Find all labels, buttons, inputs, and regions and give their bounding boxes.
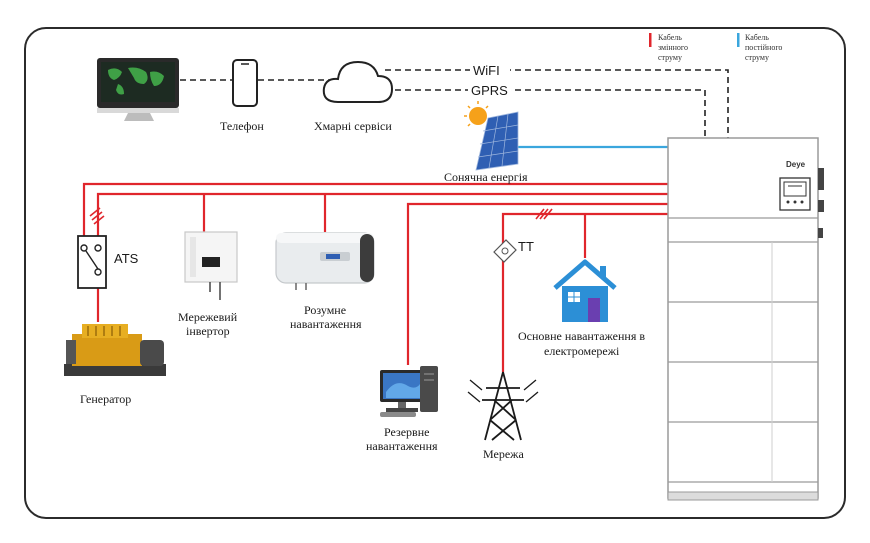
backup-load-label-2: навантаження: [366, 439, 438, 453]
grid-label: Мережа: [483, 447, 524, 461]
legend: Кабель змінного струму Кабель постійного…: [649, 33, 782, 62]
smart-load-label-1: Розумне: [304, 303, 346, 317]
water-heater-icon: [275, 232, 375, 290]
ac-line-backup-load: [406, 202, 668, 365]
ac-legend-line1: Кабель: [658, 33, 682, 42]
solar-label: Сонячна енергія: [444, 170, 528, 184]
dc-legend-line3: струму: [745, 53, 769, 62]
desktop-computer-icon: [380, 366, 438, 417]
solar-panel-icon: [464, 101, 519, 171]
cloud-icon: [322, 60, 394, 103]
main-load-label-1: Основне навантаження в: [518, 329, 645, 343]
cloud-label: Хмарні сервіси: [314, 119, 392, 133]
main-load-label-2: електромережі: [544, 344, 620, 358]
grid-inverter-icon: [184, 231, 238, 300]
ac-legend-line2: змінного: [658, 43, 688, 52]
dc-legend-swatch: [737, 33, 740, 47]
backup-load-label-1: Резервне: [384, 425, 429, 439]
dc-legend-line1: Кабель: [745, 33, 769, 42]
house-icon: [553, 259, 617, 322]
inverter-brand-label: Deye: [786, 160, 806, 169]
ac-legend-line3: струму: [658, 53, 682, 62]
dc-legend-line2: постійного: [745, 43, 782, 52]
ats-switch: [77, 235, 107, 289]
ac-line-grid: [501, 212, 668, 372]
ats-label: ATS: [114, 251, 139, 266]
ct-label: TT: [518, 239, 534, 254]
cable-ticks: [89, 207, 553, 225]
diagram-frame: [24, 27, 846, 519]
ac-line-ats-a: [82, 182, 668, 248]
smartphone-icon: [232, 59, 258, 107]
transmission-tower-icon: [467, 371, 539, 441]
gprs-label-bg: [468, 82, 512, 98]
phone-label: Телефон: [220, 119, 264, 133]
wifi-label-bg: [470, 62, 510, 78]
diesel-generator-icon: [64, 324, 166, 376]
grid-inverter-label-2: інвертор: [186, 324, 230, 338]
ac-line-ats-b: [96, 192, 668, 248]
current-transformer-icon: [493, 239, 517, 263]
hybrid-inverter-battery-stack-icon: [667, 137, 824, 501]
wifi-label: WiFI: [473, 63, 500, 78]
gprs-label: GPRS: [471, 83, 508, 98]
generator-label: Генератор: [80, 392, 131, 406]
ac-wiring: [82, 182, 668, 372]
smart-load-label-2: навантаження: [290, 317, 362, 331]
grid-inverter-label-1: Мережевий: [178, 310, 238, 324]
ac-legend-swatch: [649, 33, 652, 47]
gprs-link: [385, 89, 706, 138]
wifi-link: [385, 69, 729, 138]
monitor-world-map-icon: [97, 58, 179, 121]
